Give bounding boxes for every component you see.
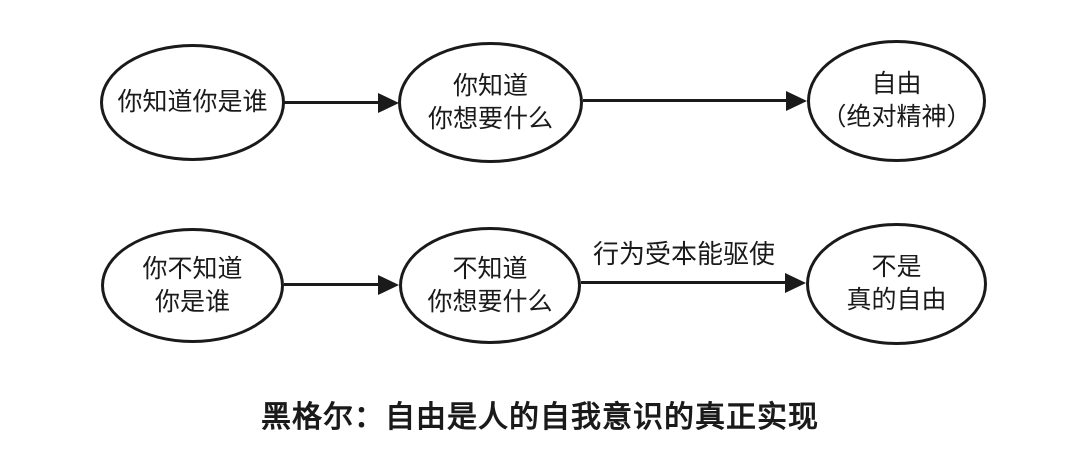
diagram-caption: 黑格尔：自由是人的自我意识的真正实现 <box>261 401 819 434</box>
node-know-what-you-want: 你知道 你想要什么 <box>398 42 583 163</box>
arrow-line <box>581 281 787 284</box>
arrow-line <box>583 99 788 102</box>
node-label: 自由 （绝对精神） <box>821 70 972 131</box>
node-know-who-you-are: 你知道你是谁 <box>100 44 285 161</box>
arrowhead-icon <box>785 273 806 293</box>
arrow-line <box>284 101 381 104</box>
node-label: 不知道 你想要什么 <box>427 254 553 316</box>
node-label: 不是 真的自由 <box>846 253 947 314</box>
node-freedom-absolute-spirit: 自由 （绝对精神） <box>807 40 986 162</box>
node-not-truly-free: 不是 真的自由 <box>806 223 987 345</box>
node-label: 你知道 你想要什么 <box>427 71 553 133</box>
node-not-know-who-you-are: 你不知道 你是谁 <box>101 228 284 343</box>
arrow-line <box>284 283 381 286</box>
node-label: 你知道你是谁 <box>117 88 268 116</box>
arrowhead-icon <box>378 93 399 113</box>
arrowhead-icon <box>786 91 807 111</box>
arrow-label-instinct-driven: 行为受本能驱使 <box>592 239 775 269</box>
node-not-know-what-you-want: 不知道 你想要什么 <box>399 227 581 344</box>
node-label: 你不知道 你是谁 <box>142 254 243 316</box>
arrowhead-icon <box>378 275 399 295</box>
